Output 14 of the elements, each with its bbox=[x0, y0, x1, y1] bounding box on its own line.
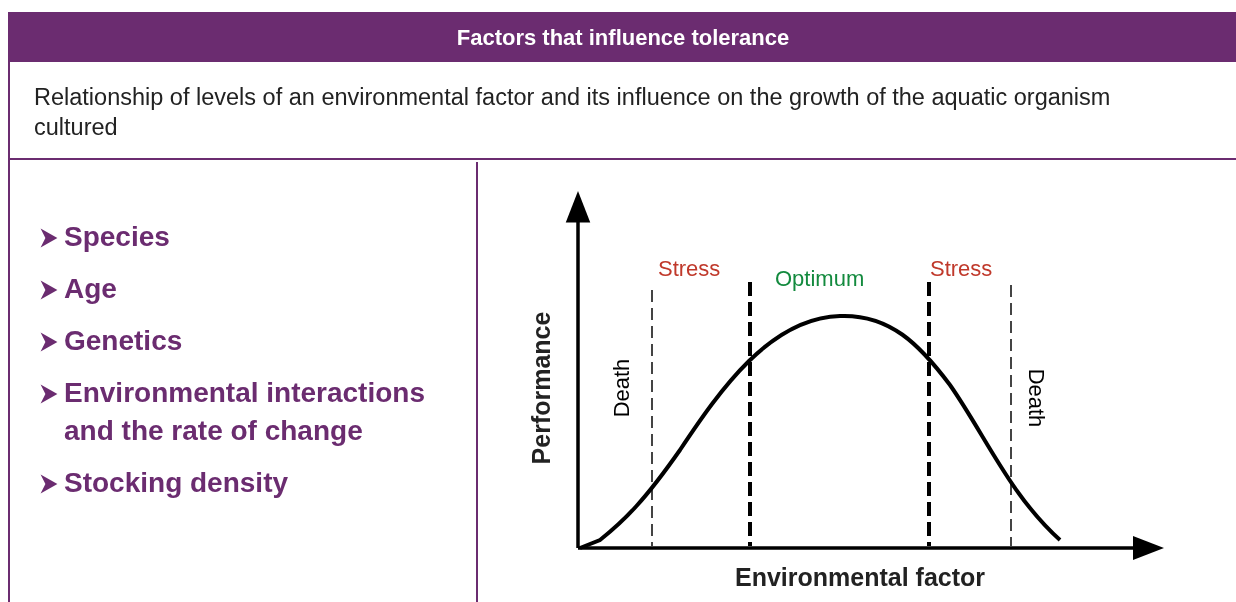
factor-item: Genetics bbox=[64, 324, 184, 358]
axis-title: Environmental factor bbox=[734, 564, 986, 590]
zone-label: Optimum bbox=[775, 268, 865, 290]
zone-label: Stress bbox=[930, 258, 993, 280]
description-text: Relationship of levels of an environmental factor and its influence on the growth of the aquatic organism cultured bbox=[34, 83, 1112, 142]
factor-item: Age bbox=[64, 272, 118, 306]
zone-label: Stress bbox=[658, 258, 721, 280]
axis-title: Performance bbox=[528, 311, 554, 465]
zone-label: Death bbox=[611, 358, 633, 418]
factor-item: Stocking density bbox=[64, 466, 290, 500]
table-title: Factors that influence tolerance bbox=[456, 23, 790, 52]
factor-item: Environmental interactions and the rate of change bbox=[64, 376, 426, 448]
factor-item: Species bbox=[64, 220, 171, 254]
zone-label: Death bbox=[1025, 368, 1047, 428]
